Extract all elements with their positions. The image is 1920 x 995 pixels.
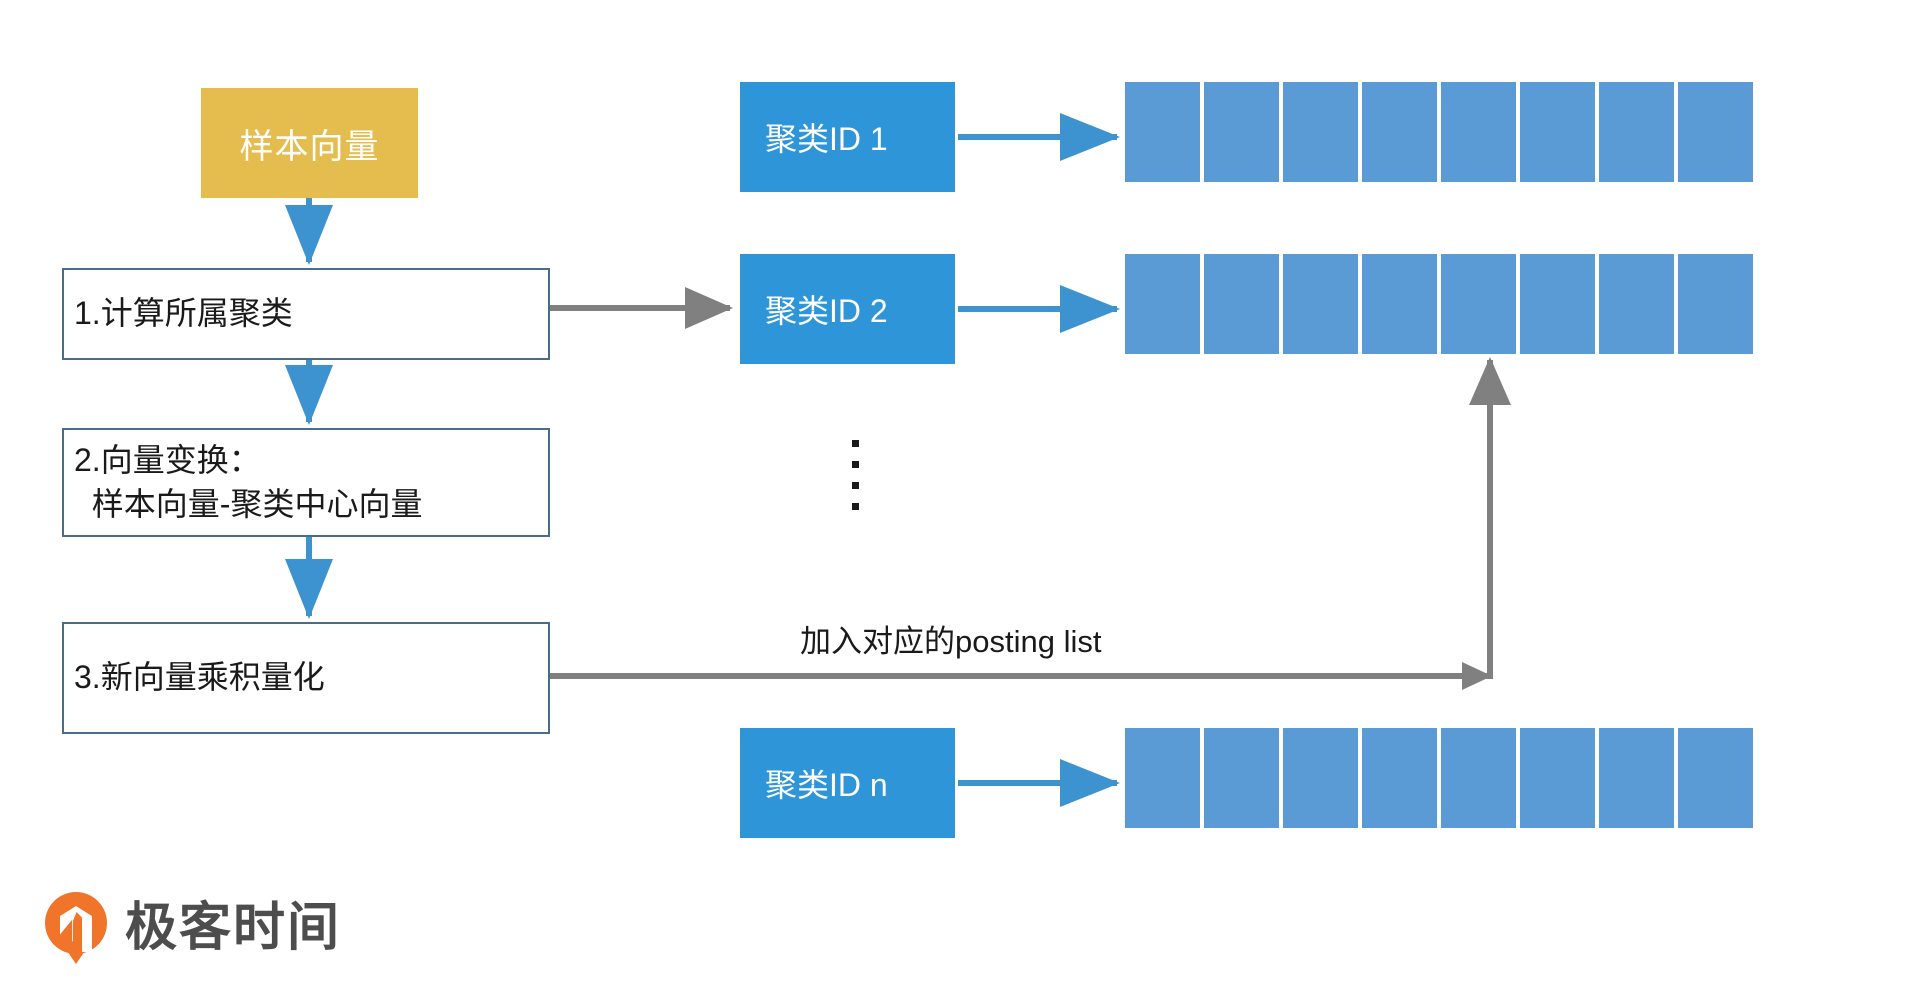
posting-list-cell [1125,82,1200,182]
posting-list-cell [1520,728,1595,828]
cluster-id-label-2: 聚类ID 2 [765,293,888,329]
posting-list-cell [1283,82,1358,182]
posting-list-1 [1125,82,1753,182]
posting-list-cell [1520,254,1595,354]
step-box-2: 2.向量变换： 样本向量-聚类中心向量 [62,428,550,537]
posting-list-cell [1599,728,1674,828]
step-box-2-label: 2.向量变换： 样本向量-聚类中心向量 [74,442,423,522]
cluster-id-box-1: 聚类ID 1 [740,82,955,192]
posting-list-cell [1125,254,1200,354]
posting-list-cell [1362,82,1437,182]
step-box-3: 3.新向量乘积量化 [62,622,550,734]
ellipsis-dot [851,461,859,468]
pin-needle-shape [73,912,82,952]
step-box-1: 1.计算所属聚类 [62,268,550,360]
posting-list-cell [1362,728,1437,828]
arrowhead-corner-marker [1462,662,1492,690]
posting-list-cell [1283,254,1358,354]
posting-list-cell [1520,82,1595,182]
posting-list-n [1125,728,1753,828]
cluster-id-label-1: 聚类ID 1 [765,121,888,157]
posting-list-cell [1204,728,1279,828]
cluster-id-box-n: 聚类ID n [740,728,955,838]
posting-list-cell [1362,254,1437,354]
geektime-pin-icon [45,892,107,964]
sample-vector-box: 样本向量 [201,88,418,198]
posting-list-cell [1441,728,1516,828]
cluster-id-box-2: 聚类ID 2 [740,254,955,364]
posting-list-cell [1283,728,1358,828]
posting-list-cell [1204,82,1279,182]
ellipsis-dot [851,482,859,489]
vertical-ellipsis [840,440,870,510]
posting-list-cell [1125,728,1200,828]
sample-vector-label: 样本向量 [239,127,380,166]
posting-list-cell [1678,254,1753,354]
posting-list-cell [1678,82,1753,182]
step-box-1-label: 1.计算所属聚类 [74,295,293,332]
step-box-3-label: 3.新向量乘积量化 [74,659,325,696]
ellipsis-dot [851,440,859,447]
posting-list-cell [1441,82,1516,182]
brand-logo: 极客时间 [45,892,341,964]
posting-list-cell [1678,728,1753,828]
posting-list-caption: 加入对应的posting list [800,624,1102,659]
posting-list-cell [1599,254,1674,354]
posting-list-cell [1599,82,1674,182]
brand-wordmark: 极客时间 [125,899,342,957]
posting-list-cell [1204,254,1279,354]
cluster-id-label-n: 聚类ID n [765,767,888,803]
ellipsis-dot [851,503,859,510]
posting-list-2 [1125,254,1753,354]
posting-list-cell [1441,254,1516,354]
